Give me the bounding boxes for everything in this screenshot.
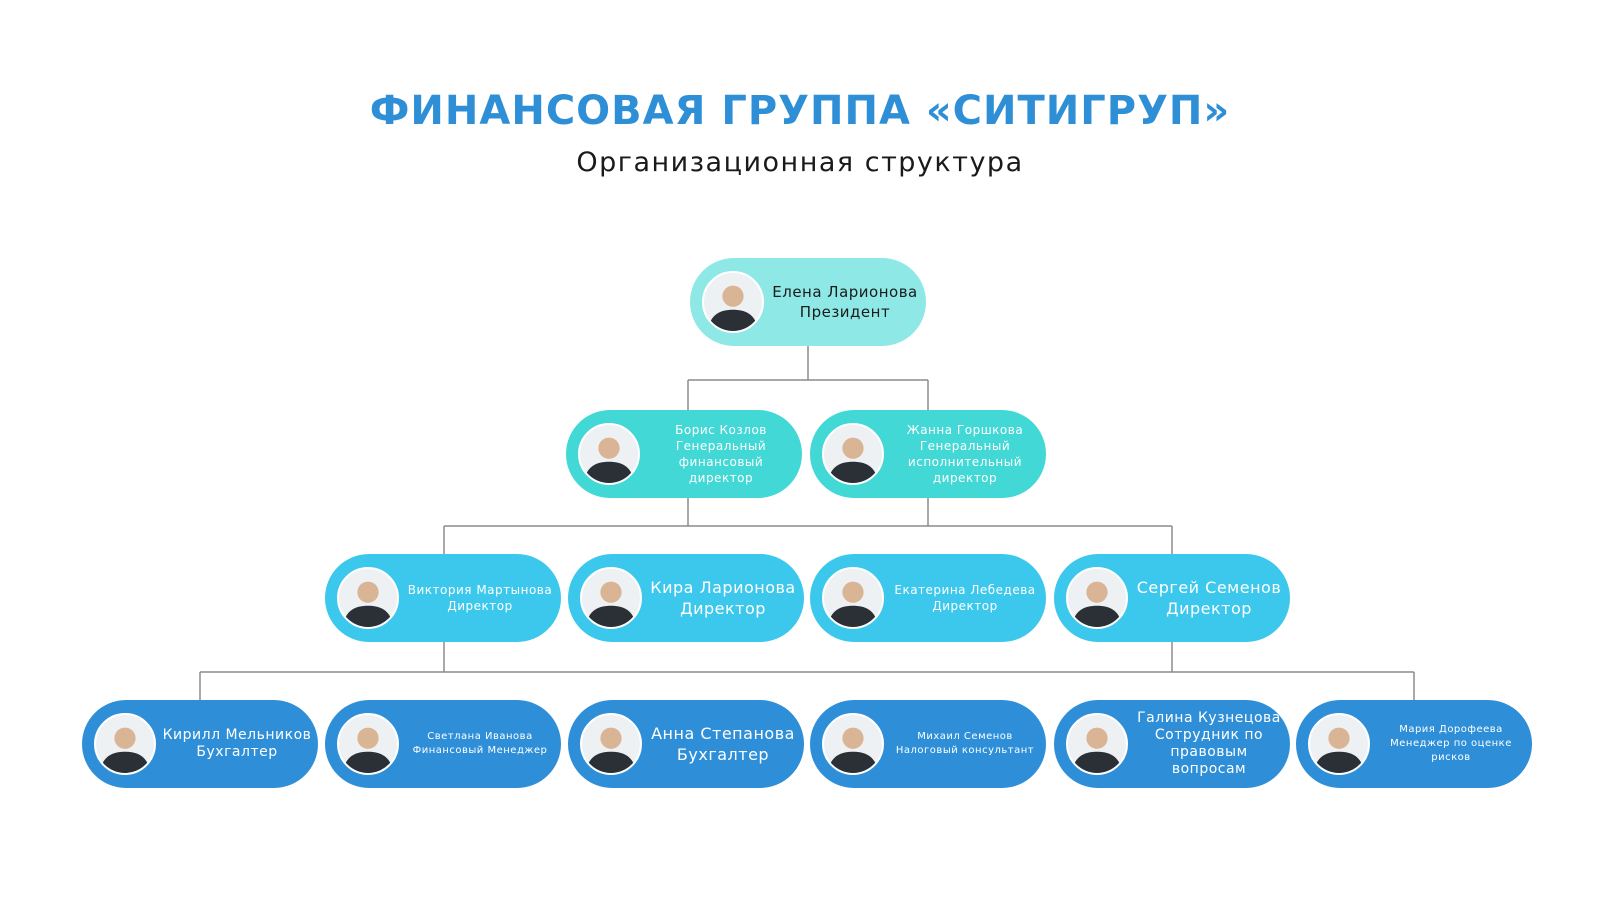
person-name: Мария Дорофеева (1399, 724, 1503, 735)
person-photo (822, 423, 884, 485)
node-kirill-melnikov[interactable]: Кирилл Мельников Бухгалтер (82, 700, 318, 788)
node-label: Жанна Горшкова Генеральный исполнительны… (890, 410, 1040, 498)
person-photo (1066, 567, 1128, 629)
node-viktoriya-martynova[interactable]: Виктория Мартынова Директор (325, 554, 561, 642)
person-photo (1308, 713, 1370, 775)
person-name: Сергей Семенов (1136, 578, 1282, 597)
person-role: Финансовый Менеджер (412, 745, 548, 756)
person-name: Галина Кузнецова (1137, 710, 1281, 726)
node-label: Кирилл Мельников Бухгалтер (162, 700, 312, 788)
node-galina-kuznetsova[interactable]: Галина Кузнецова Сотрудник по правовым в… (1054, 700, 1290, 788)
person-name: Виктория Мартынова (407, 583, 553, 597)
node-president[interactable]: Елена Ларионова Президент (690, 258, 926, 346)
node-label: Виктория Мартынова Директор (405, 554, 555, 642)
person-role: Генеральный (675, 439, 767, 453)
person-name: Анна Степанова (651, 724, 795, 743)
person-role: Генеральный (919, 439, 1011, 453)
person-photo (702, 271, 764, 333)
person-role: Налоговый консультант (895, 745, 1035, 756)
node-label: Елена Ларионова Президент (770, 258, 920, 346)
person-photo (94, 713, 156, 775)
person-photo (822, 567, 884, 629)
person-photo (578, 423, 640, 485)
person-role: Директор (447, 599, 513, 613)
person-photo (580, 713, 642, 775)
node-label: Мария Дорофеева Менеджер по оценке риско… (1376, 700, 1526, 788)
person-photo (337, 713, 399, 775)
person-name: Кирилл Мельников (162, 727, 312, 743)
person-photo (822, 713, 884, 775)
node-svetlana-ivanova[interactable]: Светлана Иванова Финансовый Менеджер (325, 700, 561, 788)
person-photo (1066, 713, 1128, 775)
person-role: исполнительный (907, 455, 1023, 469)
person-role: Менеджер по оценке (1390, 738, 1512, 749)
person-name: Екатерина Лебедева (894, 583, 1036, 597)
node-label: Сергей Семенов Директор (1134, 554, 1284, 642)
person-role: Сотрудник по (1154, 727, 1264, 743)
chart-title: ФИНАНСОВАЯ ГРУППА «СИТИГРУП» (369, 88, 1231, 134)
person-role: Бухгалтер (676, 745, 770, 764)
node-ekaterina-lebedeva[interactable]: Екатерина Лебедева Директор (810, 554, 1046, 642)
person-role: Директор (932, 599, 998, 613)
person-role: рисков (1431, 752, 1471, 763)
person-role: правовым вопросам (1170, 744, 1248, 777)
node-sergey-semenov[interactable]: Сергей Семенов Директор (1054, 554, 1290, 642)
person-name: Борис Козлов (675, 423, 767, 437)
node-label: Кира Ларионова Директор (648, 554, 798, 642)
person-name: Жанна Горшкова (906, 423, 1024, 437)
node-label: Анна Степанова Бухгалтер (648, 700, 798, 788)
person-name: Елена Ларионова (772, 283, 918, 301)
person-role: Президент (799, 303, 891, 321)
person-role: директор (932, 471, 998, 485)
person-photo (580, 567, 642, 629)
node-mariya-dorofeeva[interactable]: Мария Дорофеева Менеджер по оценке риско… (1296, 700, 1532, 788)
chart-subtitle: Организационная структура (576, 147, 1024, 178)
node-label: Борис Козлов Генеральный финансовый дире… (646, 410, 796, 498)
node-zhanna-gorshkova[interactable]: Жанна Горшкова Генеральный исполнительны… (810, 410, 1046, 498)
node-label: Галина Кузнецова Сотрудник по правовым в… (1134, 700, 1284, 788)
person-role: Бухгалтер (196, 744, 278, 760)
person-role: Директор (1166, 599, 1252, 618)
person-name: Михаил Семенов (917, 731, 1013, 742)
person-name: Светлана Иванова (427, 731, 533, 742)
person-name: Кира Ларионова (650, 578, 796, 597)
node-label: Михаил Семенов Налоговый консультант (890, 700, 1040, 788)
person-role: Директор (680, 599, 766, 618)
node-boris-kozlov[interactable]: Борис Козлов Генеральный финансовый дире… (566, 410, 802, 498)
node-label: Светлана Иванова Финансовый Менеджер (405, 700, 555, 788)
node-label: Екатерина Лебедева Директор (890, 554, 1040, 642)
node-mikhail-semenov[interactable]: Михаил Семенов Налоговый консультант (810, 700, 1046, 788)
person-photo (337, 567, 399, 629)
node-anna-stepanova[interactable]: Анна Степанова Бухгалтер (568, 700, 804, 788)
person-role: финансовый директор (678, 455, 764, 485)
node-kira-larionova[interactable]: Кира Ларионова Директор (568, 554, 804, 642)
